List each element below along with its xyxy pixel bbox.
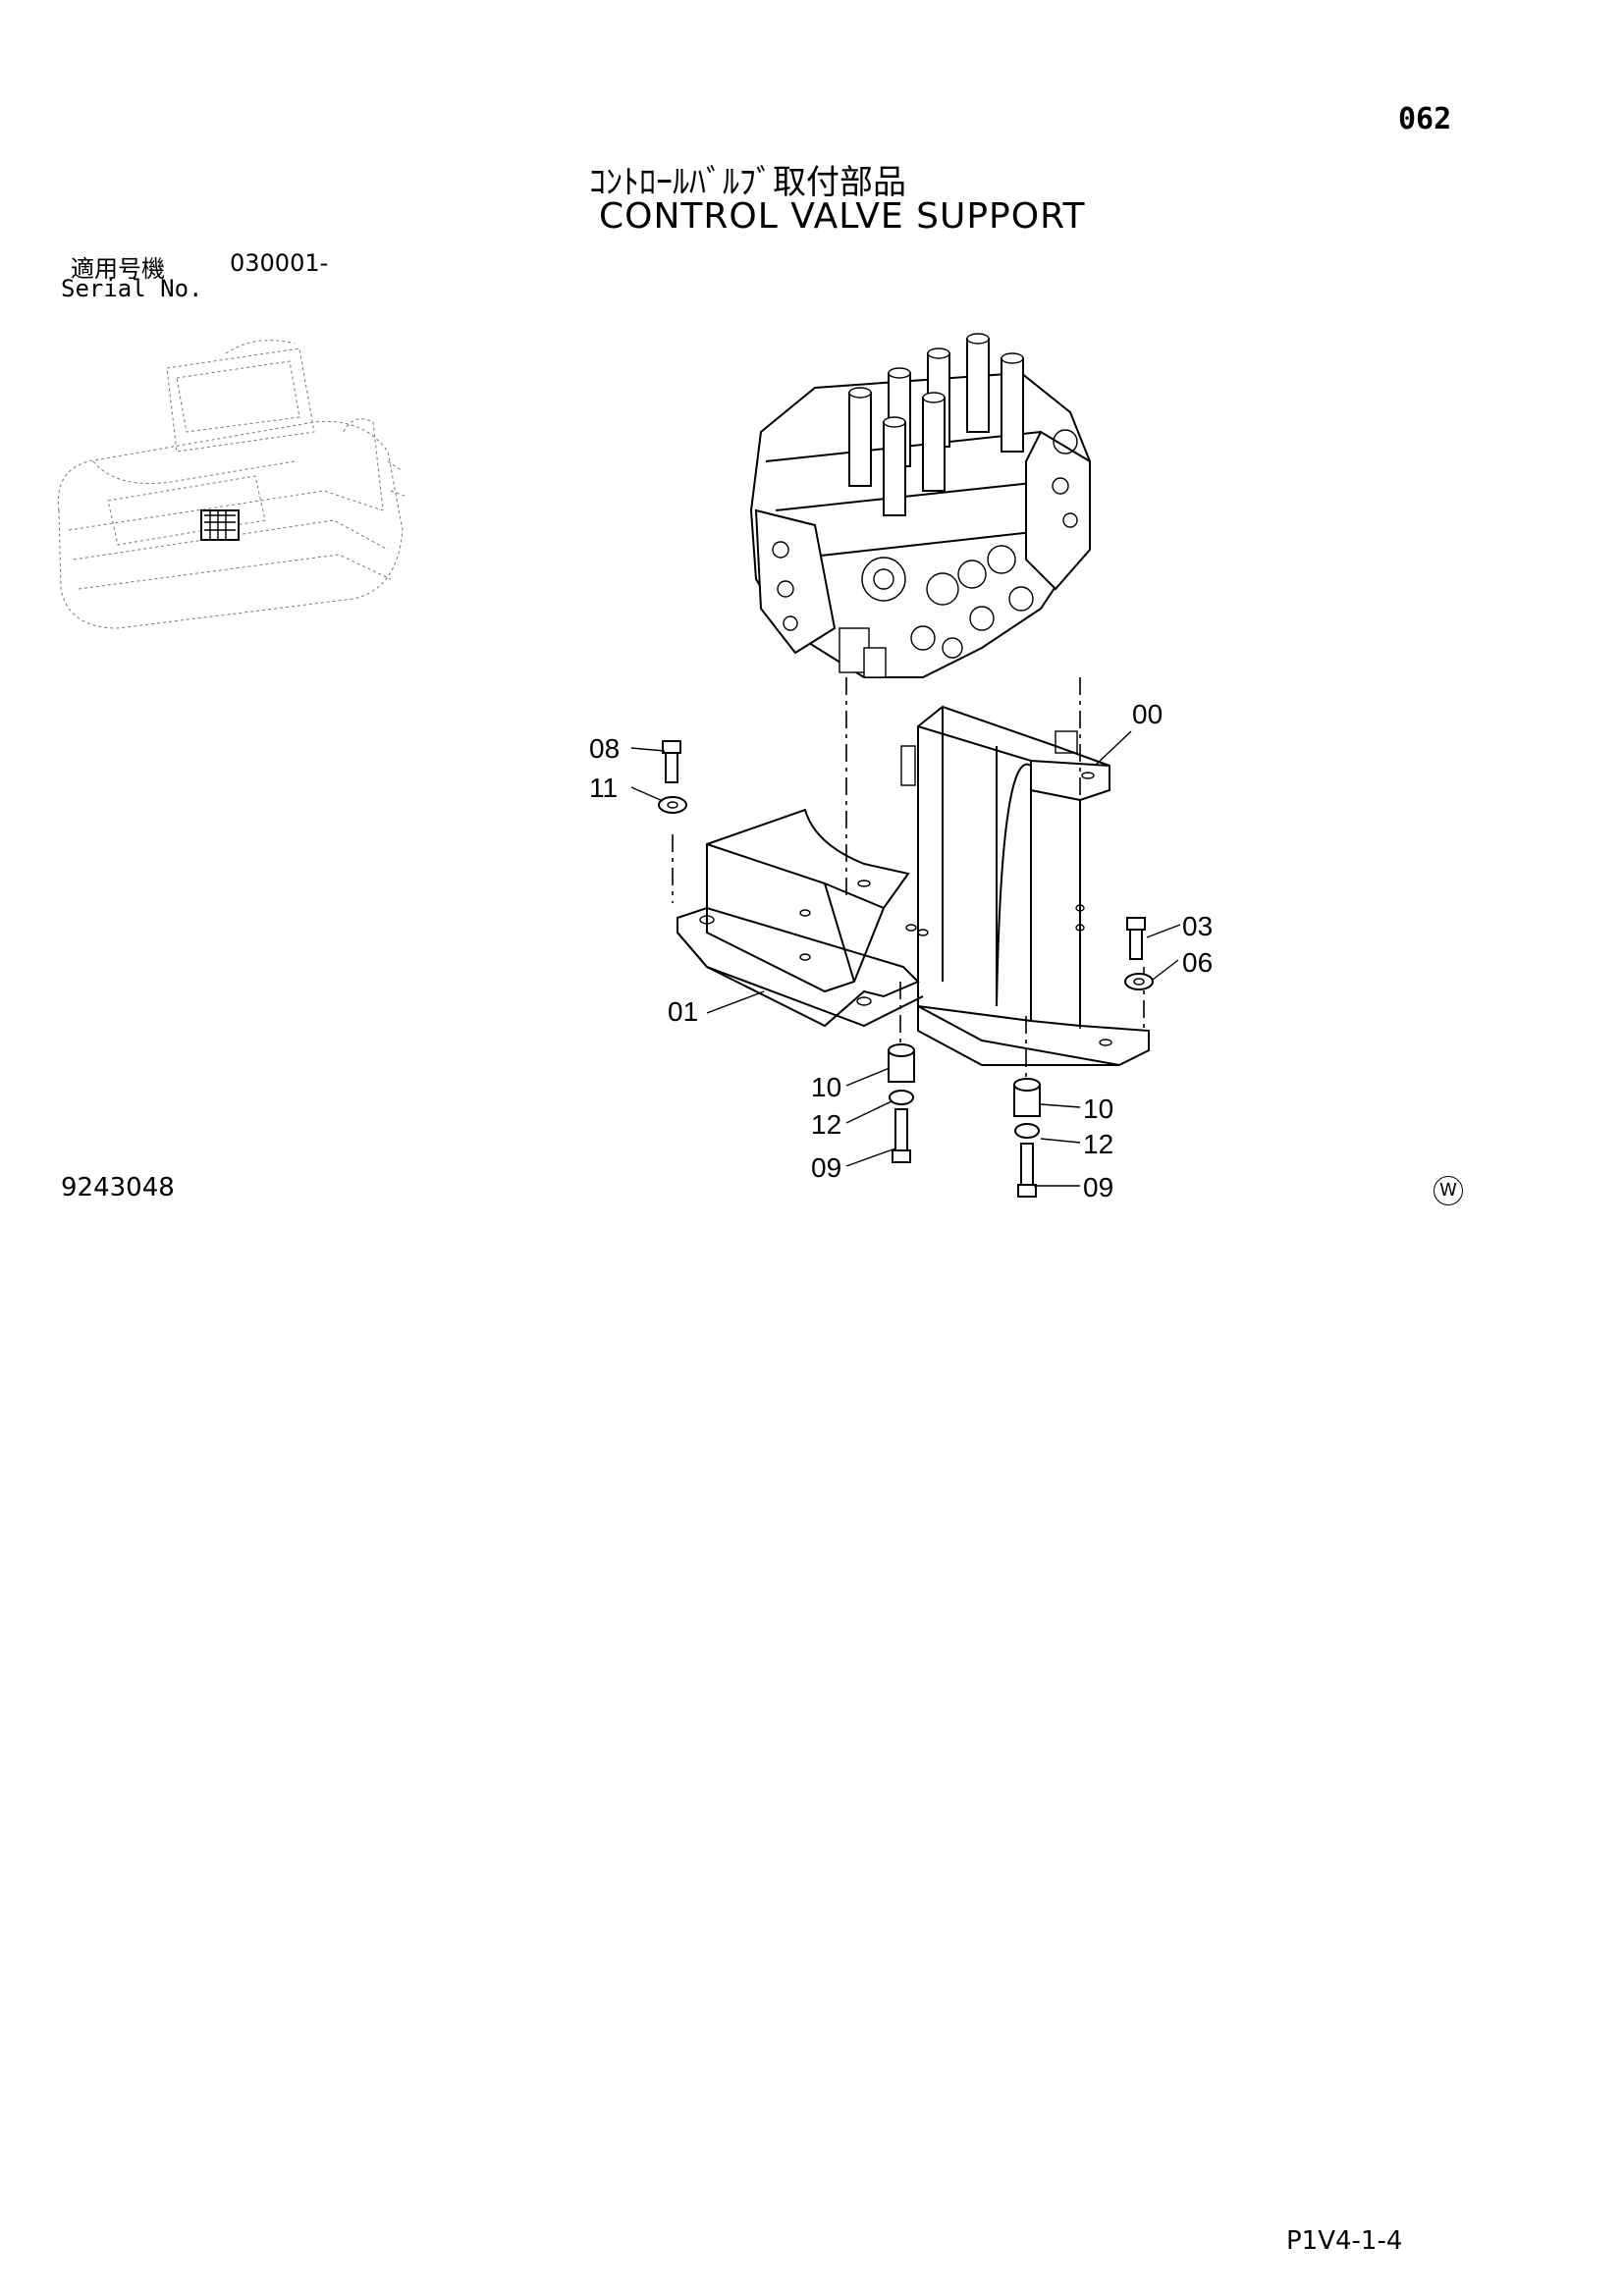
washer-11 [658,796,687,814]
callout-12-right: 12 [1083,1129,1114,1159]
leader-lines [630,730,1181,1187]
bolt-09-left [892,1108,911,1163]
drawing-number: 9243048 [61,1173,175,1202]
callout-00: 00 [1132,699,1164,729]
callout-01: 01 [668,996,699,1027]
control-valve-illustration [749,333,1092,678]
bolt-08 [662,740,681,783]
bolt-03 [1126,917,1146,960]
bolt-09-right [1017,1143,1037,1198]
excavator-locator-sketch [57,340,406,629]
callout-09-left: 09 [811,1152,842,1183]
base-bracket-01 [677,808,924,1028]
callout-11: 11 [589,773,619,803]
callout-10-right: 10 [1083,1094,1114,1124]
callout-10-left: 10 [811,1072,842,1102]
callout-12-left: 12 [811,1109,842,1140]
serial-label-japanese: 適用号機 [71,255,165,283]
spacer-10-left [888,1043,915,1083]
page-reference: P1V4-1-4 [1286,2226,1403,2256]
washer-06 [1124,973,1154,990]
support-bracket-00 [900,705,1150,1067]
spacer-10-right [1013,1078,1041,1117]
washer-12-right [1014,1123,1040,1139]
callout-06: 06 [1182,947,1214,978]
callout-03: 03 [1182,911,1214,941]
callout-09-right: 09 [1083,1172,1114,1202]
washer-12-left [889,1090,914,1105]
title-japanese: ｺﾝﾄﾛｰﾙﾊﾞﾙﾌﾞ取付部品 [589,163,906,202]
serial-value: 030001- [230,249,329,277]
callout-08: 08 [589,733,621,764]
page-number: 062 [1398,102,1452,136]
title-english: CONTROL VALVE SUPPORT [599,196,1086,237]
circled-w-mark: W [1434,1176,1463,1205]
serial-label-english: Serial No. [61,275,203,302]
